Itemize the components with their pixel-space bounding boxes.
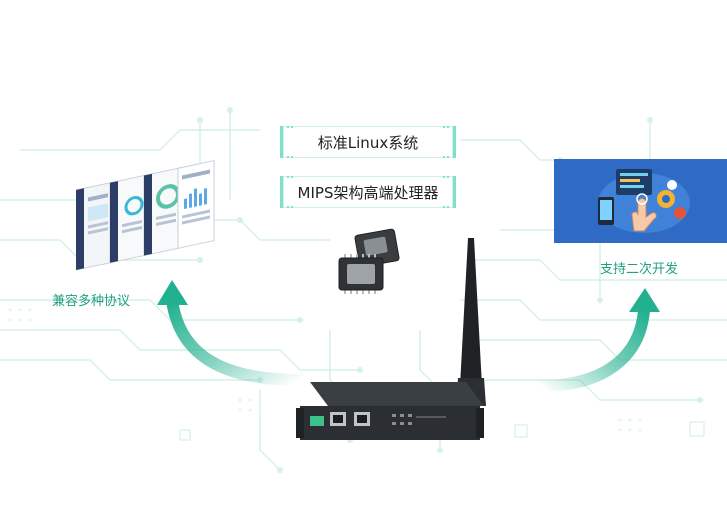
- mips-processor-label: MIPS架构高端处理器: [280, 176, 456, 208]
- developer-illustration: [598, 169, 690, 233]
- antenna: [456, 238, 486, 406]
- router-device-image: [296, 238, 486, 440]
- secondary-development-caption: 支持二次开发: [600, 262, 679, 277]
- protocol-compatibility-caption: 兼容多种协议: [52, 294, 131, 309]
- dashboard-screens-image: [76, 160, 215, 271]
- cpu-chip-back: [354, 228, 400, 268]
- cpu-chip-image: [338, 228, 400, 294]
- router-ports: [310, 412, 446, 426]
- cpu-chip-front: [338, 254, 384, 294]
- router-body: [296, 382, 484, 440]
- linux-system-label: 标准Linux系统: [280, 126, 456, 158]
- secondary-development-image: [554, 159, 727, 243]
